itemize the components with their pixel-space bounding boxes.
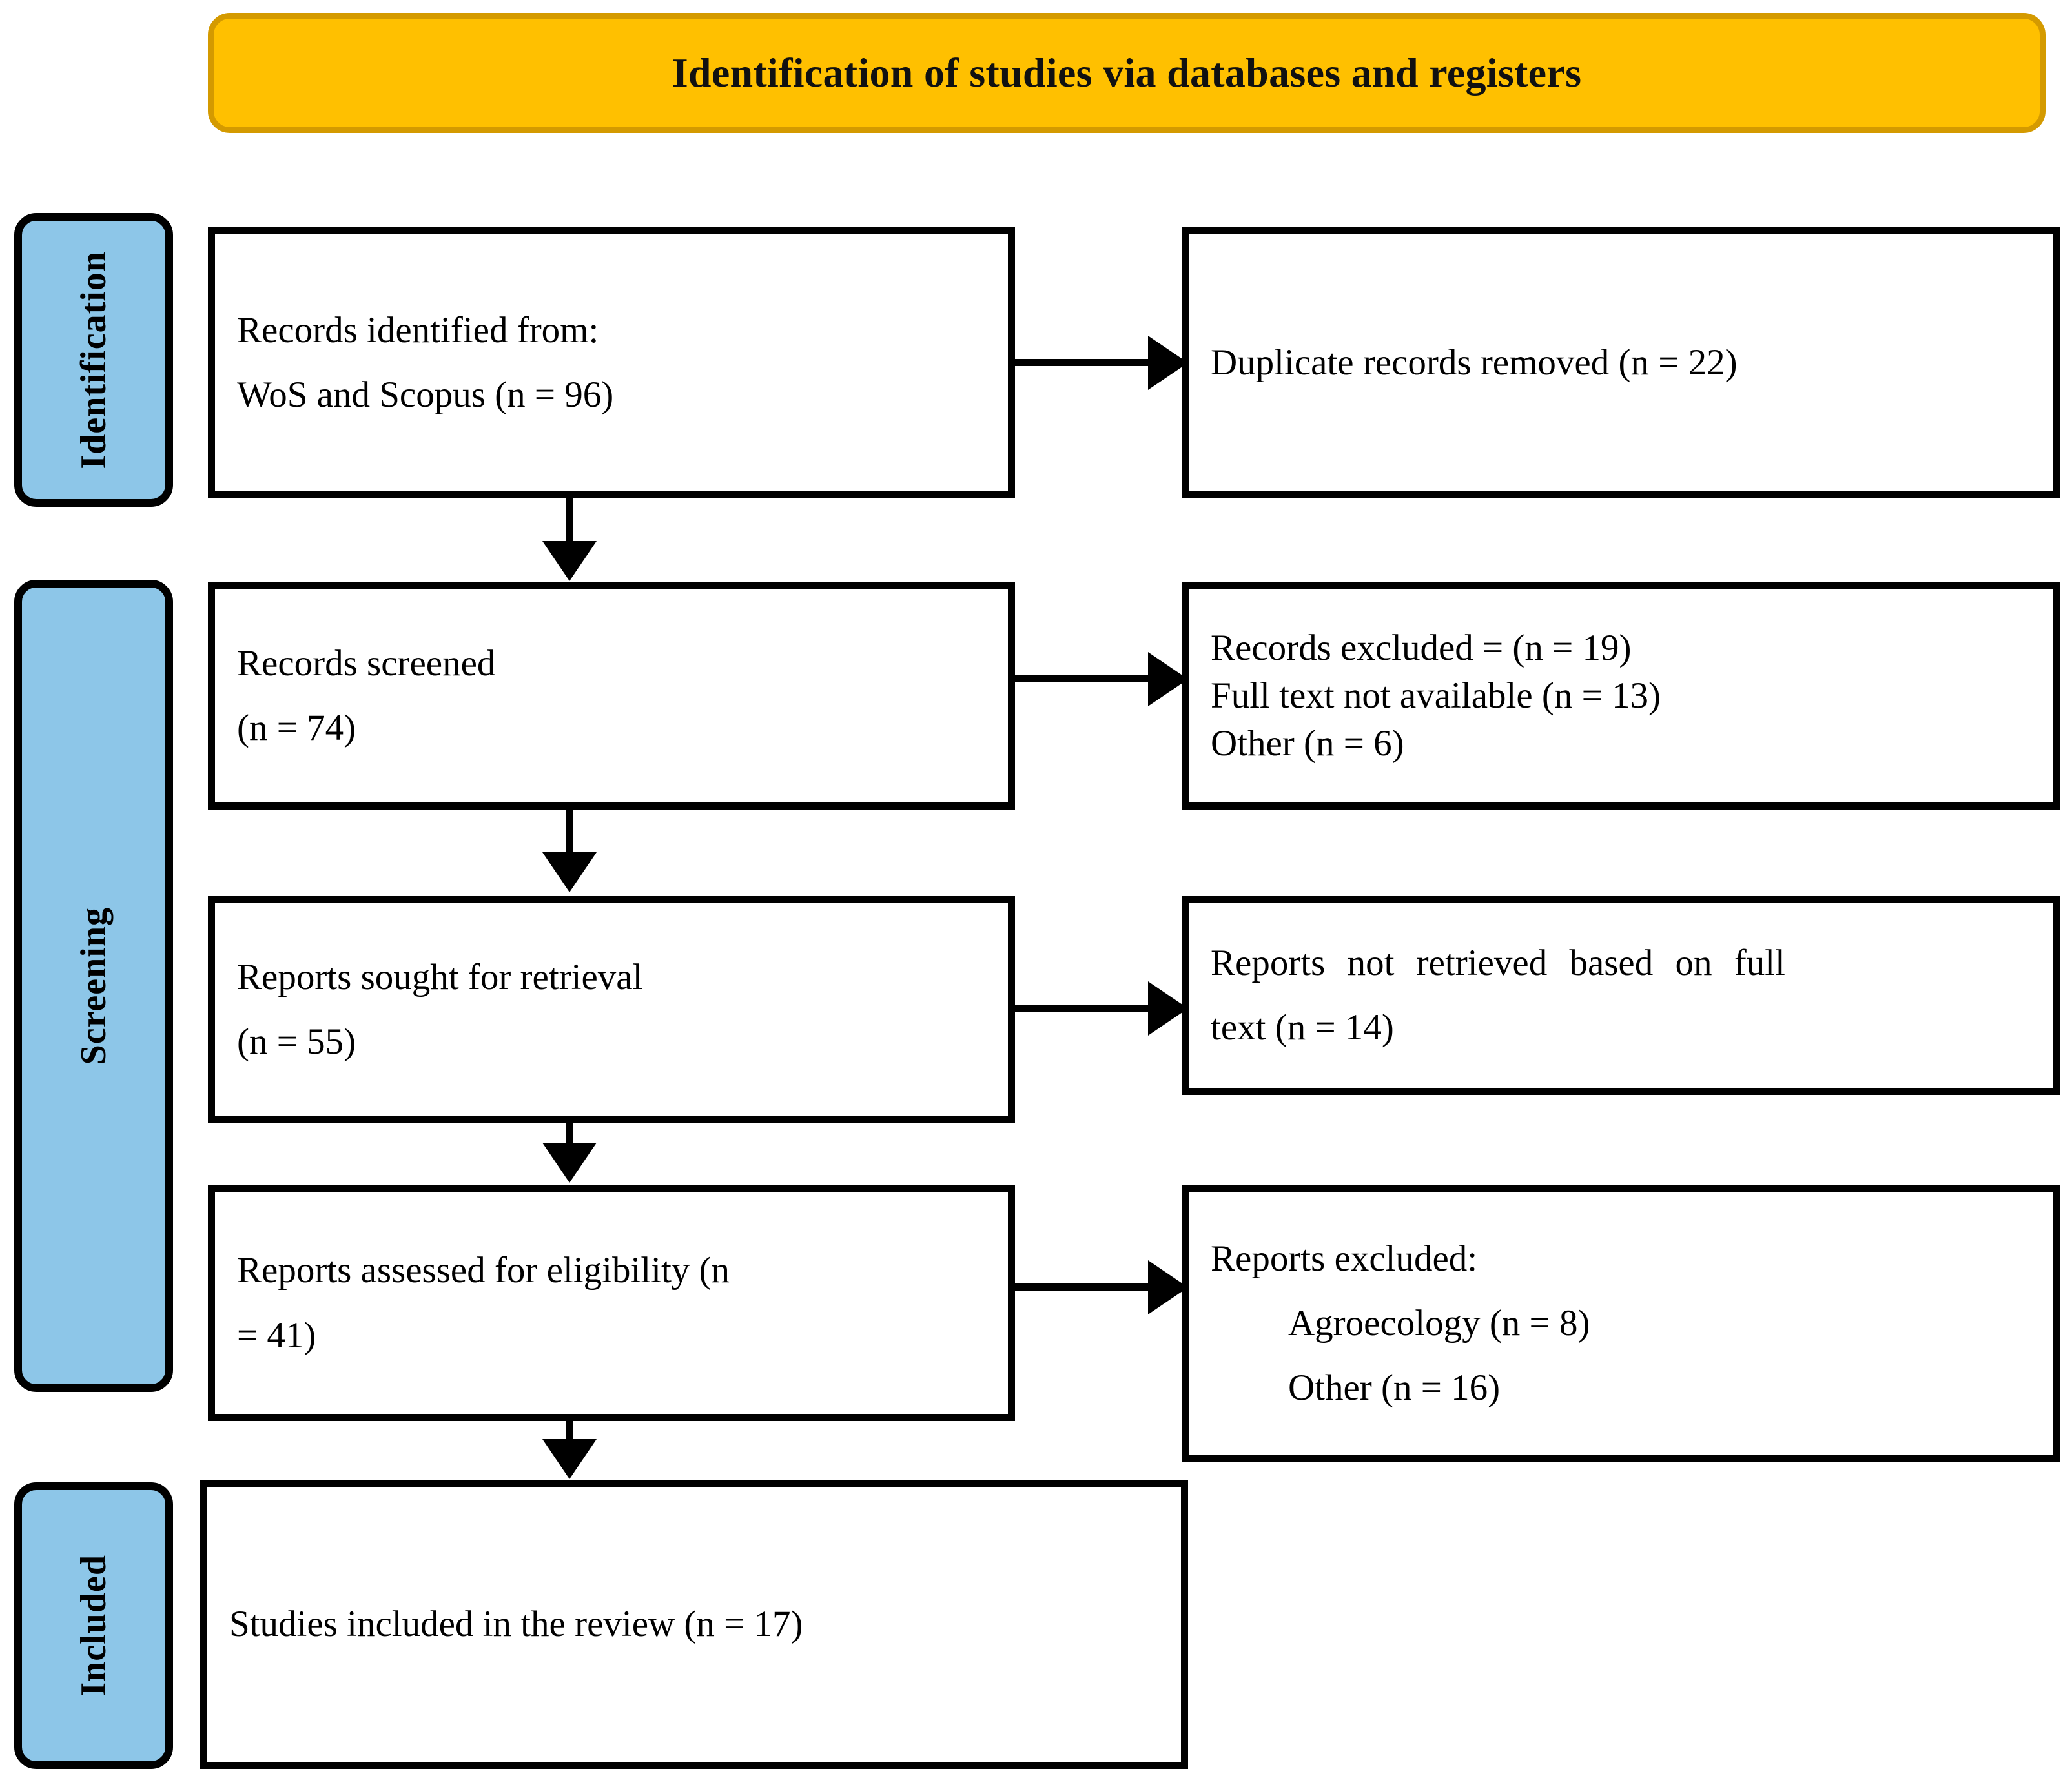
records-identified-line1: Records identified from: — [237, 309, 599, 351]
records-identified-line2: WoS and Scopus (n = 96) — [237, 374, 614, 415]
records-screened-line1: Records screened — [237, 642, 496, 684]
arrow-right-icon — [1148, 336, 1188, 390]
stage-label-identification-text: Identification — [74, 250, 114, 469]
stage-label-screening: Screening — [14, 580, 173, 1392]
diagram-header-banner: Identification of studies via databases … — [208, 13, 2046, 133]
box-reports-sought: Reports sought for retrieval (n = 55) — [208, 896, 1015, 1123]
stage-label-included: Included — [14, 1482, 173, 1769]
stage-label-screening-text: Screening — [74, 906, 114, 1065]
reports-assessed-line1: Reports assessed for eligibility (n — [237, 1250, 730, 1291]
connector-assessed-to-excluded — [1015, 1283, 1151, 1291]
arrow-right-icon — [1148, 652, 1188, 706]
connector-identified-to-duplicates — [1015, 359, 1151, 366]
reports-not-retrieved-line2: text (n = 14) — [1211, 1007, 1394, 1048]
reports-excluded-line2: Agroecology (n = 8) — [1288, 1302, 1590, 1344]
page-title: Identification of studies via databases … — [672, 49, 1582, 96]
records-screened-line2: (n = 74) — [237, 708, 356, 748]
records-excluded-line2: Full text not available (n = 13) — [1211, 675, 1661, 716]
reports-excluded-line1: Reports excluded: — [1211, 1238, 1478, 1279]
reports-sought-line2: (n = 55) — [237, 1021, 356, 1062]
arrow-down-icon — [542, 1143, 597, 1183]
connector-screened-to-excluded — [1015, 675, 1151, 682]
box-duplicate-records-removed: Duplicate records removed (n = 22) — [1182, 227, 2060, 498]
arrow-down-icon — [542, 852, 597, 892]
arrow-right-icon — [1148, 981, 1188, 1036]
stage-label-identification: Identification — [14, 213, 173, 507]
box-reports-not-retrieved: Reports not retrieved based on full text… — [1182, 896, 2060, 1095]
records-excluded-line3: Other (n = 6) — [1211, 723, 1404, 764]
connector-identified-to-screened — [566, 498, 573, 542]
connector-sought-to-assessed — [566, 1123, 573, 1144]
connector-screened-to-sought — [566, 810, 573, 854]
stage-label-included-text: Included — [74, 1555, 114, 1697]
box-reports-assessed: Reports assessed for eligibility (n = 41… — [208, 1185, 1015, 1421]
connector-assessed-to-included — [566, 1421, 573, 1440]
arrow-right-icon — [1148, 1260, 1188, 1314]
arrow-down-icon — [542, 541, 597, 581]
box-records-identified: Records identified from: WoS and Scopus … — [208, 227, 1015, 498]
reports-assessed-line2: = 41) — [237, 1314, 316, 1356]
reports-not-retrieved-line1: Reports not retrieved based on full — [1211, 942, 1785, 983]
studies-included-line1: Studies included in the review (n = 17) — [229, 1603, 803, 1644]
box-records-screened: Records screened (n = 74) — [208, 582, 1015, 810]
reports-excluded-line3: Other (n = 16) — [1288, 1367, 1501, 1409]
reports-sought-line1: Reports sought for retrieval — [237, 956, 643, 997]
arrow-down-icon — [542, 1439, 597, 1479]
duplicate-records-line1: Duplicate records removed (n = 22) — [1211, 342, 1738, 383]
box-records-excluded: Records excluded = (n = 19) Full text no… — [1182, 582, 2060, 810]
box-studies-included: Studies included in the review (n = 17) — [200, 1480, 1188, 1769]
records-excluded-line1: Records excluded = (n = 19) — [1211, 627, 1632, 668]
connector-sought-to-notretrieved — [1015, 1005, 1151, 1012]
box-reports-excluded: Reports excluded: Agroecology (n = 8) Ot… — [1182, 1185, 2060, 1462]
